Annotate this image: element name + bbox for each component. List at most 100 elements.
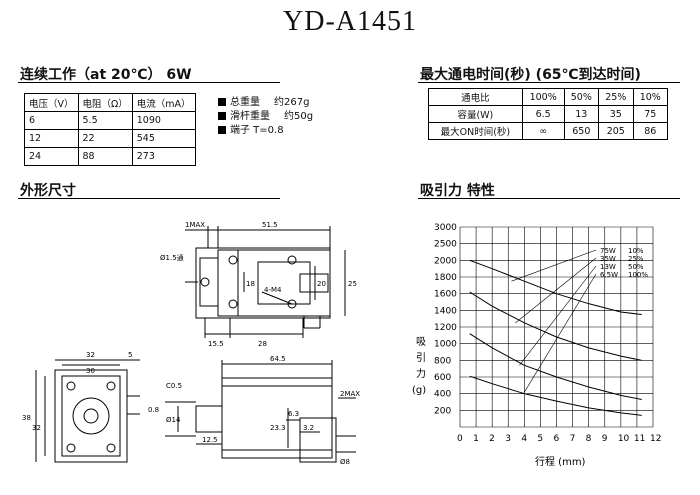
dim-label: 32 [86,351,95,359]
series-line [469,291,642,361]
section-title-max-on: 最大通电时间(秒) (65℃到达时间) [420,67,641,83]
series-line [469,375,642,416]
table-cell: 6 [24,111,79,130]
table-header-row: 电压（V） 电阻（Ω） 电流（mA） [24,93,196,112]
x-axis-label: 行程 (mm) [535,455,586,468]
table-cell: 205 [598,122,634,140]
y-axis-label: 吸引力(g) [412,337,426,396]
x-tick-label: 5 [537,434,543,444]
table-cell: 5.5 [77,111,133,130]
dim-label: 64.5 [270,355,286,363]
legend-entry: 6.5W [600,271,618,279]
section-title-dimensions: 外形尺寸 [20,183,76,199]
section-title-continuous: 连续工作（at 20℃） 6W [20,67,192,83]
table-cell: 650 [563,122,600,140]
dim-label: Ø8 [340,458,350,466]
spec-item: 总重量约267g [218,96,313,110]
dim-label: 0.8 [148,406,159,414]
bullet-icon [218,126,226,134]
legend-entry: 10% [628,247,644,255]
y-tick-label: 1800 [434,273,457,283]
y-tick-label: 400 [434,390,451,400]
table-cell: 25% [598,88,634,106]
divider [418,82,680,83]
table-cell: 86 [632,122,668,140]
x-tick-label: 1 [473,434,479,444]
table-cell: 100% [521,88,565,106]
dim-label: 23.3 [270,424,286,432]
table-cell: 50% [563,88,600,106]
dim-label: Ø14 [166,416,181,424]
table-cell: ∞ [521,122,565,140]
table-cell: 13 [563,105,600,123]
page-title: YD-A1451 [283,6,417,37]
dim-label: 4-M4 [264,286,282,294]
dim-label: Ø1.5通 [160,253,184,262]
legend-entry: 75W [600,247,616,255]
table-header: 电流（mA） [131,93,196,112]
coil-table: 电压（V） 电阻（Ω） 电流（mA） 6 5.5 1090 12 22 545 … [24,93,196,166]
table-row: 6 5.5 1090 [24,111,196,130]
dim-label: 18 [246,280,255,288]
y-tick-label: 2000 [434,256,457,266]
table-row: 12 22 545 [24,129,196,148]
y-tick-label: 1200 [434,323,457,333]
table-cell: 12 [24,129,79,148]
legend-entry: 13W [600,263,616,271]
table-cell: 545 [131,129,196,148]
table-cell: 88 [77,147,133,166]
x-tick-label: 11 [634,434,645,444]
table-row: 容量(W) 6.5 13 35 75 [428,105,668,123]
table-row: 最大ON时间(秒) ∞ 650 205 86 [428,122,668,140]
table-cell: 24 [24,147,79,166]
max-on-table: 通电比 100% 50% 25% 10% 容量(W) 6.5 13 35 75 … [428,88,668,140]
dim-label: 12.5 [202,436,218,444]
legend-leader [515,257,597,324]
table-cell: 通电比 [428,88,523,106]
dim-label: 15.5 [208,340,224,348]
series-line [469,333,642,400]
dim-label: 51.5 [262,221,278,229]
y-tick-label: 2500 [434,240,457,250]
x-tick-label: 0 [457,434,463,444]
table-header: 电阻（Ω） [77,93,133,112]
dim-label: 25 [348,280,357,288]
x-tick-label: 10 [618,434,630,444]
dim-label: 2MAX [340,390,360,398]
x-tick-label: 9 [602,434,608,444]
dim-label: 3.2 [303,424,314,432]
dim-label: 38 [22,414,31,422]
dimension-drawing: 1MAX 51.5 Ø1.5通 4-M4 15.5 28 25 18 20 32… [22,221,360,466]
table-row: 通电比 100% 50% 25% 10% [428,88,668,106]
table-cell: 75 [632,105,668,123]
legend-leader [519,265,597,366]
legend-entry: 35W [600,255,616,263]
table-cell: 10% [632,88,668,106]
legend-leader [523,273,597,394]
table-cell: 6.5 [521,105,565,123]
bullet-icon [218,112,226,120]
y-tick-label: 1600 [434,290,457,300]
dim-label: 5 [128,351,132,359]
table-header: 电压（V） [24,93,79,112]
spec-item: 滑杆重量约50g [218,110,313,124]
legend-entry: 100% [628,271,648,279]
dim-label: 20 [317,280,326,288]
table-cell: 22 [77,129,133,148]
divider [418,198,680,199]
dim-label: 6.3 [288,410,299,418]
x-tick-label: 8 [586,434,592,444]
dim-label: 28 [258,340,267,348]
y-tick-label: 1400 [434,306,457,316]
spec-list: 总重量约267g 滑杆重量约50g 端子 T=0.8 [218,96,313,138]
legend-entry: 25% [628,255,644,263]
section-title-force: 吸引力 特性 [420,183,495,199]
x-tick-label: 3 [505,434,511,444]
x-tick-label: 7 [570,434,576,444]
y-tick-label: 1000 [434,340,457,350]
divider [18,82,280,83]
y-tick-label: 3000 [434,223,457,233]
series-line [469,259,642,315]
spec-item: 端子 T=0.8 [218,124,313,138]
